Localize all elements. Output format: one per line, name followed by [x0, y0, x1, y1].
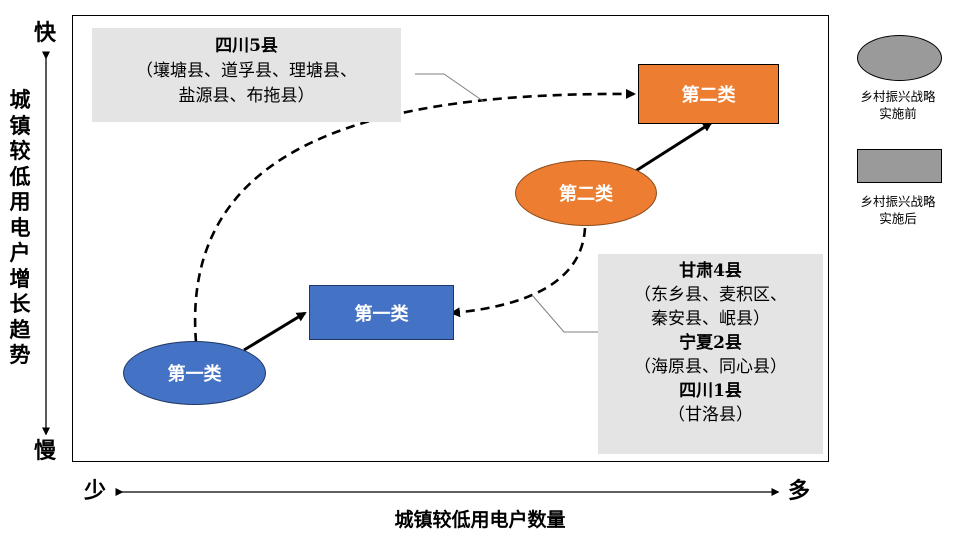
legend-ellipse-icon	[857, 35, 942, 81]
legend-before-label: 乡村振兴战略 实施前	[838, 88, 958, 122]
legend-after-label: 乡村振兴战略 实施后	[838, 193, 958, 227]
note-leader-group	[531, 294, 598, 333]
x-axis-few-label: 少	[84, 479, 107, 504]
note-leader-sichuan5	[415, 73, 484, 102]
category-1-before-node: 第一类	[123, 341, 266, 405]
legend-rectangle-icon	[857, 149, 942, 183]
category-2-after-node: 第二类	[638, 64, 779, 124]
note-sichuan-5-counties: 四川5县 （壤塘县、道孚县、理塘县、 盐源县、布拖县）	[92, 28, 401, 122]
legend-line: 乡村振兴战略	[860, 194, 936, 209]
x-axis-title: 城镇较低用电户数量	[394, 509, 566, 531]
note-title: 四川5县	[215, 36, 278, 56]
note-line: （壤塘县、道孚县、理塘县、	[136, 61, 357, 81]
cat1-shift-arrow	[243, 311, 307, 352]
cat2-to-cat1-dashed-arrow	[450, 227, 587, 318]
plot-frame	[72, 15, 829, 462]
y-axis-title: 城镇较低用电户增长趋势	[9, 88, 31, 367]
note-title: 四川1县	[679, 381, 742, 401]
note-title: 宁夏2县	[679, 333, 742, 353]
category-2-before-node: 第二类	[515, 160, 657, 226]
cat2-shift-arrow	[633, 121, 713, 174]
note-gansu-ningxia-sichuan: 甘肃4县 （东乡县、麦积区、 秦安县、岷县） 宁夏2县 （海原县、同心县） 四川…	[598, 254, 823, 454]
legend-line: 乡村振兴战略	[860, 89, 936, 104]
legend-line: 实施前	[879, 106, 917, 121]
note-line: （东乡县、麦积区、	[634, 285, 787, 305]
legend-line: 实施后	[879, 211, 917, 226]
note-line: 盐源县、布拖县）	[178, 86, 315, 106]
cat1-to-cat2-dashed-arrow	[193, 88, 636, 343]
note-line: 秦安县、岷县）	[651, 309, 770, 329]
note-line: （甘洛县）	[668, 405, 753, 425]
y-axis-slow-label: 慢	[34, 439, 57, 464]
note-title: 甘肃4县	[679, 261, 742, 281]
note-line: （海原县、同心县）	[634, 357, 787, 377]
category-1-after-node: 第一类	[309, 285, 454, 340]
y-axis-fast-label: 快	[34, 21, 57, 46]
x-axis-many-label: 多	[788, 479, 811, 504]
